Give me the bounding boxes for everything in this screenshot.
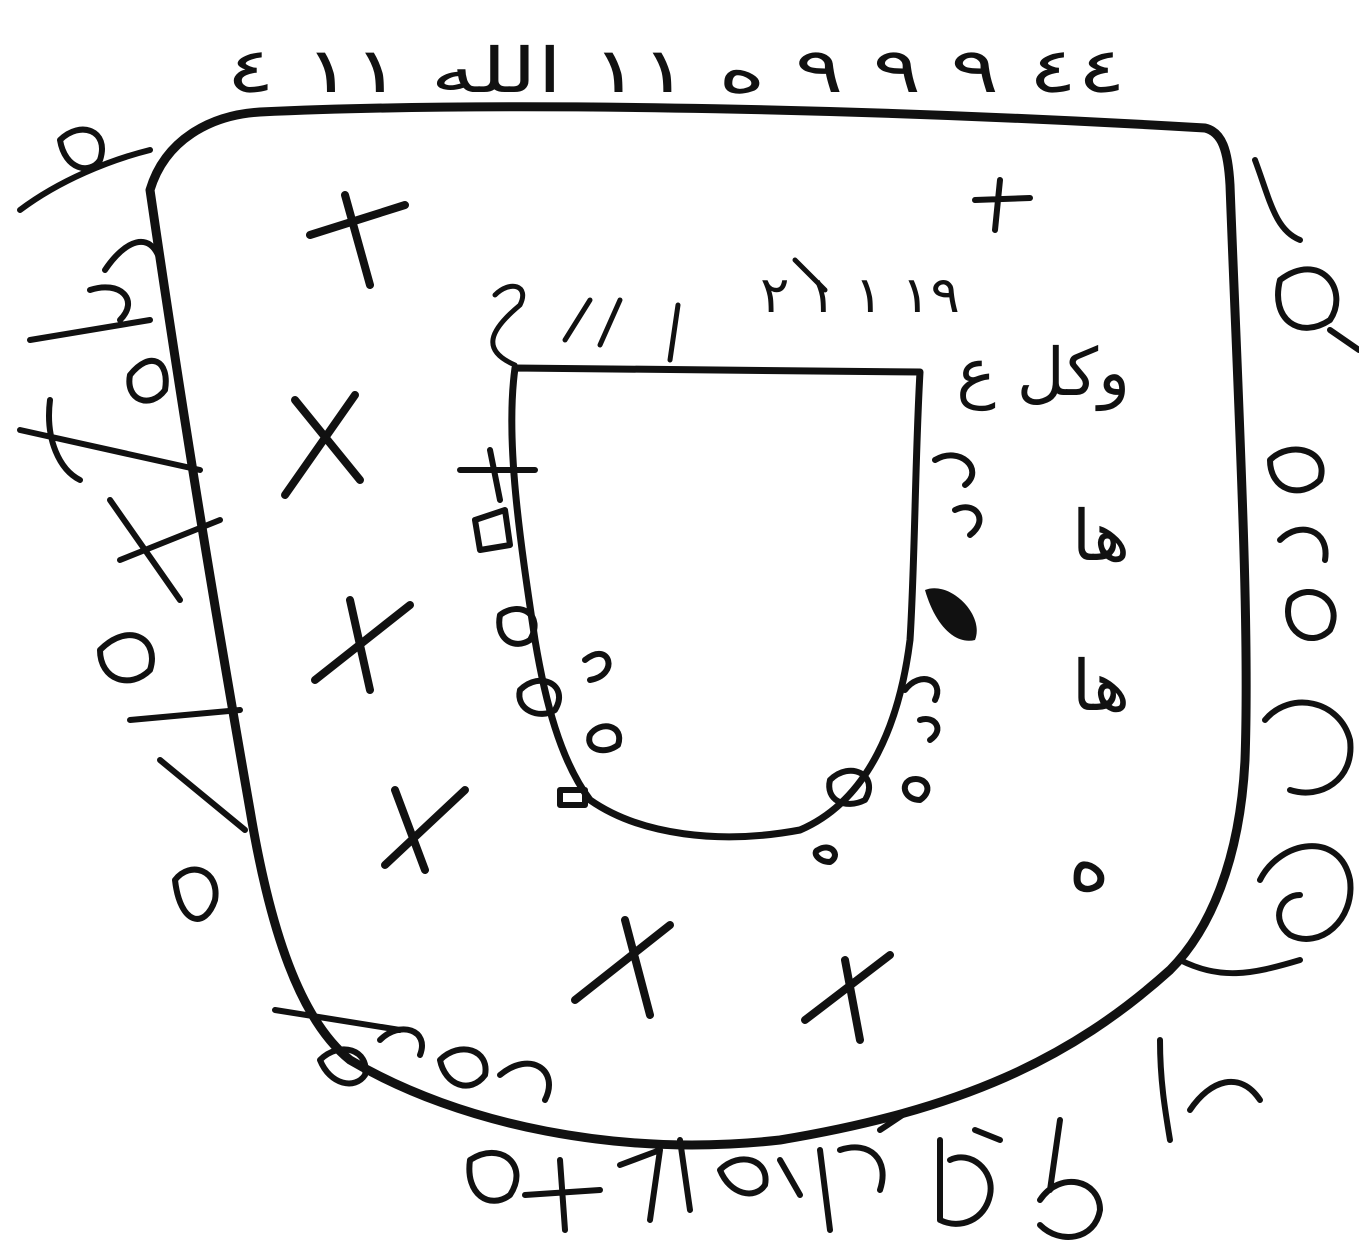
inner-right-glyph: [905, 679, 937, 740]
bottom-outer-glyph: [275, 1010, 422, 1083]
inner-right-glyph: [816, 847, 835, 862]
inner-top-tick-1: [565, 300, 590, 340]
bottom-outer-glyph: [440, 1049, 549, 1100]
bottom-outer-glyphs: [275, 1010, 1260, 1237]
right-label-1: وكل ع: [956, 334, 1130, 412]
bottom-outer-glyph: [1040, 1120, 1100, 1237]
inner-right-glyph: [935, 455, 979, 535]
inner-frame: [512, 368, 920, 837]
left-outer-glyph: [20, 130, 160, 270]
inner-left-glyph: [560, 790, 585, 805]
bottom-outer-glyph: [940, 1130, 1000, 1224]
right-outer-glyphs: [1180, 160, 1359, 973]
inner-left-glyph: [460, 450, 535, 500]
right-outer-glyph: [1255, 160, 1359, 350]
bottom-outer-glyph: [525, 1160, 600, 1230]
right-outer-glyph: [1180, 960, 1300, 973]
right-outer-glyph: [1270, 450, 1334, 638]
inner-left-glyph: [589, 726, 619, 750]
left-outer-glyphs: [20, 130, 245, 919]
left-outer-glyph: [20, 400, 200, 600]
cross-mark: [385, 790, 465, 870]
inner-left-glyphs: [460, 450, 619, 805]
cross-mark: [805, 955, 890, 1040]
right-label-2: ها: [1072, 495, 1130, 577]
cross-mark: [575, 920, 670, 1015]
bottom-outer-glyph: [720, 1159, 800, 1195]
bottom-outer-glyph: [620, 1140, 690, 1220]
cross-mark: [975, 180, 1030, 230]
inner-top-hook: [493, 286, 523, 365]
inner-top-tick-2: [600, 300, 620, 345]
inner-right-glyph: [905, 779, 928, 800]
right-label-4: ه: [1068, 816, 1110, 909]
ink-blot: [925, 588, 977, 641]
right-outer-glyph: [1265, 703, 1350, 793]
inner-top-marks: ١٩ ١ ١ ٢: [760, 266, 960, 324]
cross-mark: [315, 600, 410, 690]
right-outer-glyph: [1260, 846, 1350, 939]
inner-left-glyph: [499, 609, 534, 644]
bottom-outer-glyph: [469, 1153, 516, 1201]
inner-left-glyph: [475, 510, 510, 550]
inner-top-tick-3: [670, 305, 678, 360]
inner-right-glyphs: [816, 455, 980, 862]
outer-frame: [150, 107, 1246, 1145]
inner-left-glyph: [519, 654, 608, 714]
left-outer-glyph: [130, 710, 245, 919]
top-inscription: ٤٤ ٩ ٩ ٩ ه ١١ الله ١١ ٤: [226, 34, 1126, 107]
left-outer-glyph: [30, 287, 166, 400]
bottom-outer-glyph: [1160, 1040, 1260, 1140]
right-label-3: ها: [1072, 645, 1130, 727]
cross-mark: [310, 195, 405, 285]
cross-mark: [285, 395, 360, 495]
